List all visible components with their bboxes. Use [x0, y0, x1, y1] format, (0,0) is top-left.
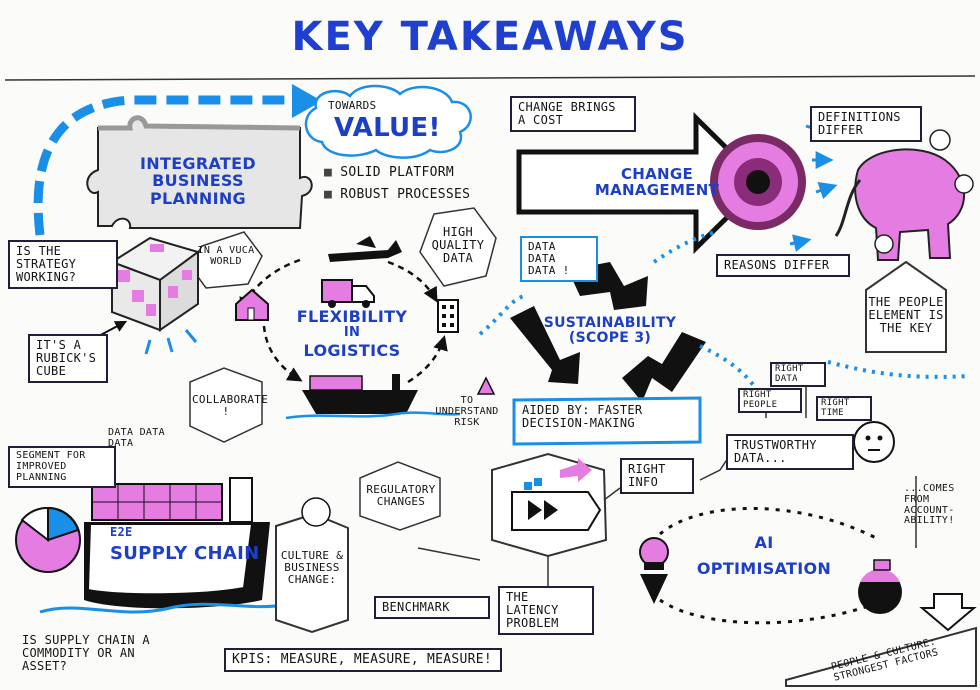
e2e-label: E2E — [110, 525, 133, 539]
puzzle-piece-icon — [86, 115, 313, 229]
right-data-box: RIGHT DATA — [770, 362, 826, 388]
value-cloud — [304, 84, 472, 159]
cargo-ship-icon — [285, 374, 461, 420]
right-info-box: RIGHT INFO — [620, 458, 694, 494]
robust-processes-label: ROBUST PROCESSES — [324, 187, 470, 202]
person-head-icon — [301, 497, 331, 527]
building-icon — [437, 299, 459, 333]
face-icon — [853, 421, 895, 463]
warning-triangle-icon — [476, 376, 496, 395]
change-management-label: CHANGE MANAGEMENT — [594, 165, 720, 200]
right-time-box: RIGHT TIME — [816, 396, 872, 422]
cube-rays-icon — [144, 329, 198, 355]
regulatory-label: REGULATORY CHANGES — [366, 483, 436, 508]
segment-box: SEGMENT for IMPROVED PLANNING — [8, 446, 116, 489]
people-element-label: THE PEOPLE ELEMENT IS the KEY — [868, 295, 944, 335]
collaborate-hexagon — [189, 367, 263, 443]
high-quality-data-label: HIGH QUALITY DATA — [431, 225, 485, 265]
truck-icon — [321, 279, 375, 308]
logistics-cycle-arrows — [239, 258, 448, 384]
logistics-label: LOGISTICS — [303, 341, 401, 360]
data-data-cloud: DATA DATA DATA ! — [520, 236, 598, 282]
collaborate-label: COLLABORATE ! — [192, 393, 269, 418]
reasons-differ-box: REASONS DIFFER — [716, 254, 850, 277]
people-house-frame — [865, 260, 947, 353]
culture-label: CULTURE & BUSINESS CHANGE: — [280, 549, 344, 586]
aided-by-box — [512, 396, 702, 446]
accountability-label: ...COMES from ACCOUNT-ABILITY! — [904, 483, 955, 527]
supply-chain-label: SUPPLY CHAIN — [110, 543, 260, 564]
target-icon — [710, 134, 806, 230]
aided-by-label: AIDED BY: FASTER DECISION-MAKING — [522, 403, 643, 430]
optimisation-label: OPTIMISATION — [696, 559, 832, 578]
supply-chain-ship-icon — [39, 477, 291, 614]
flexibility-in-label: in — [343, 325, 361, 340]
house-icon — [235, 288, 269, 321]
latency-box: THE LATENCY PROBLEM — [498, 586, 594, 635]
binary-arc — [659, 507, 881, 625]
top-divider — [4, 75, 976, 81]
vuca-label: in a VUCA WORLD — [197, 245, 255, 267]
fast-forward-icon — [511, 458, 602, 531]
strategy-working-box: IS THE STRATEGY WORKING? — [8, 240, 118, 289]
rubiks-cube-icon — [109, 236, 201, 332]
page-title: KEY TAKEAWAYS — [291, 14, 689, 60]
data-data-2-label: DATA DATA DATA — [108, 427, 165, 449]
elephant-icon — [834, 129, 974, 261]
change-cost-box: CHANGE BRINGS A COST — [510, 96, 636, 132]
ibp-label: INTEGRATED BUSINESS PLANNING — [140, 154, 256, 208]
down-arrow-icon — [919, 593, 977, 632]
flexibility-label: FLEXIBILITY — [296, 307, 408, 326]
commodity-question: IS SUPPLY CHAIN A COMMODITY OR AN ASSET? — [22, 633, 150, 673]
understand-risk-label: TO UNDERSTAND RISK — [435, 395, 499, 428]
benchmark-box: BENCHMARK — [374, 596, 490, 619]
rubicks-box: IT'S A RUBICK'S CUBE — [28, 334, 108, 383]
towards-label: TOWARDS — [328, 99, 377, 112]
definitions-differ-box: DEFINITIONS DIFFER — [810, 106, 922, 142]
right-people-box: RIGHT PEOPLE — [738, 388, 802, 414]
pie-chart-icon — [15, 506, 81, 573]
value-label: VALUE! — [334, 113, 441, 143]
people-culture-banner — [785, 626, 977, 687]
regulatory-hexagon — [359, 461, 441, 531]
dashed-arrow-icon — [33, 84, 322, 236]
robot-icon — [639, 537, 902, 614]
solid-platform-label: SOLID PLATFORM — [324, 165, 454, 180]
sustainability-label: SUSTAINABILITY (SCOPE 3) — [543, 315, 677, 347]
kpis-box: KPIs: MEASURE, MEASURE, MEASURE! — [224, 648, 502, 673]
airplane-icon — [328, 236, 402, 262]
data-hexagon — [419, 207, 497, 287]
trustworthy-data-box: TRUSTWORTHY DATA... — [726, 434, 854, 470]
ai-label: AI — [754, 533, 774, 552]
